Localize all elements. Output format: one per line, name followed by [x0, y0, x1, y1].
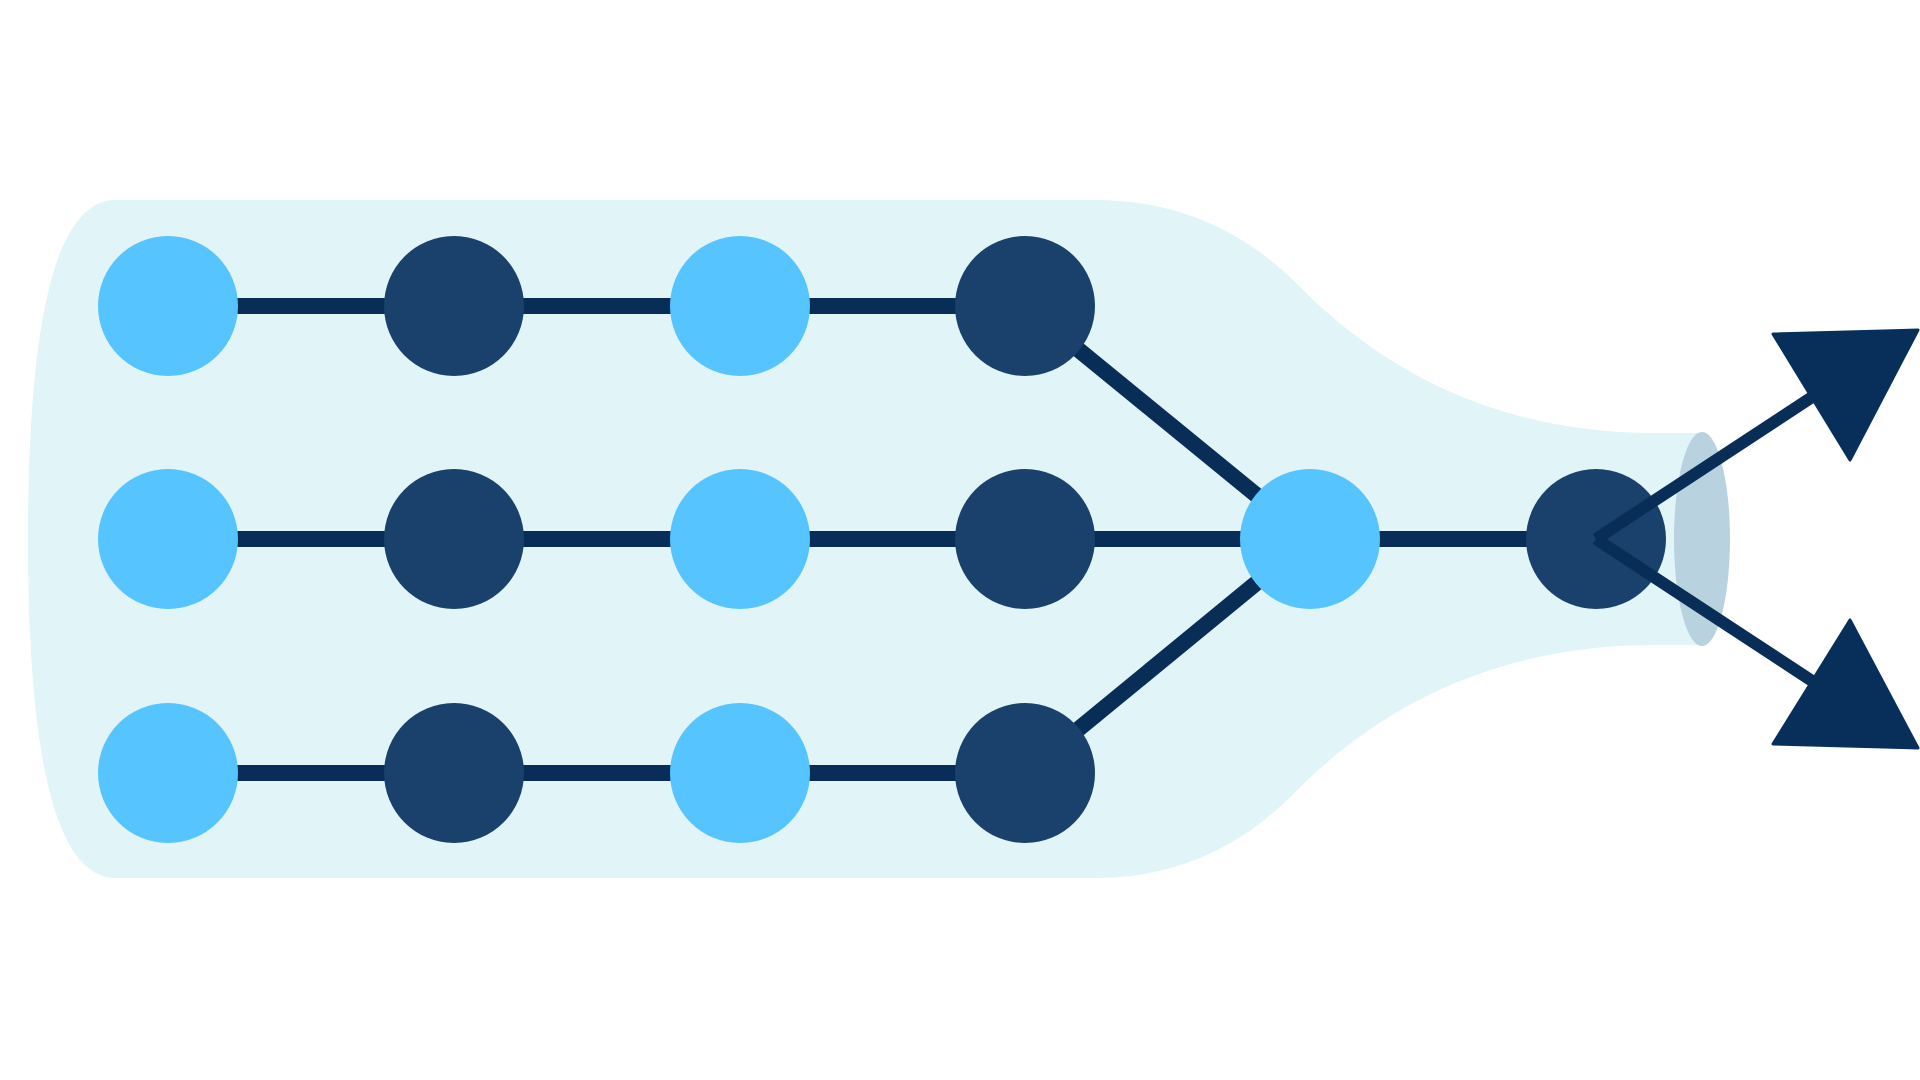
node-row1-col2-dark: [384, 236, 524, 376]
output-arrow-shaft-up-right: [1592, 374, 1842, 545]
node-row2-col3-light: [670, 469, 810, 609]
node-row2-col1-light: [98, 469, 238, 609]
node-row3-col3-light: [670, 703, 810, 843]
node-row1-col1-light: [98, 236, 238, 376]
node-row2-col2-dark: [384, 469, 524, 609]
node-layer: [98, 236, 1666, 843]
output-arrow-layer: [1592, 328, 1920, 750]
arrow-down-right-icon: [1771, 618, 1920, 750]
node-row3-col4-dark: [955, 703, 1095, 843]
node-row1-col3-light: [670, 236, 810, 376]
node-row2-col4-dark: [955, 469, 1095, 609]
node-row3-col2-dark: [384, 703, 524, 843]
node-row3-col1-light: [98, 703, 238, 843]
arrow-up-right-icon: [1771, 328, 1920, 462]
node-row1-col4-dark: [955, 236, 1095, 376]
merge-node-1-light: [1240, 469, 1380, 609]
output-arrow-shaft-down-right: [1592, 533, 1842, 704]
